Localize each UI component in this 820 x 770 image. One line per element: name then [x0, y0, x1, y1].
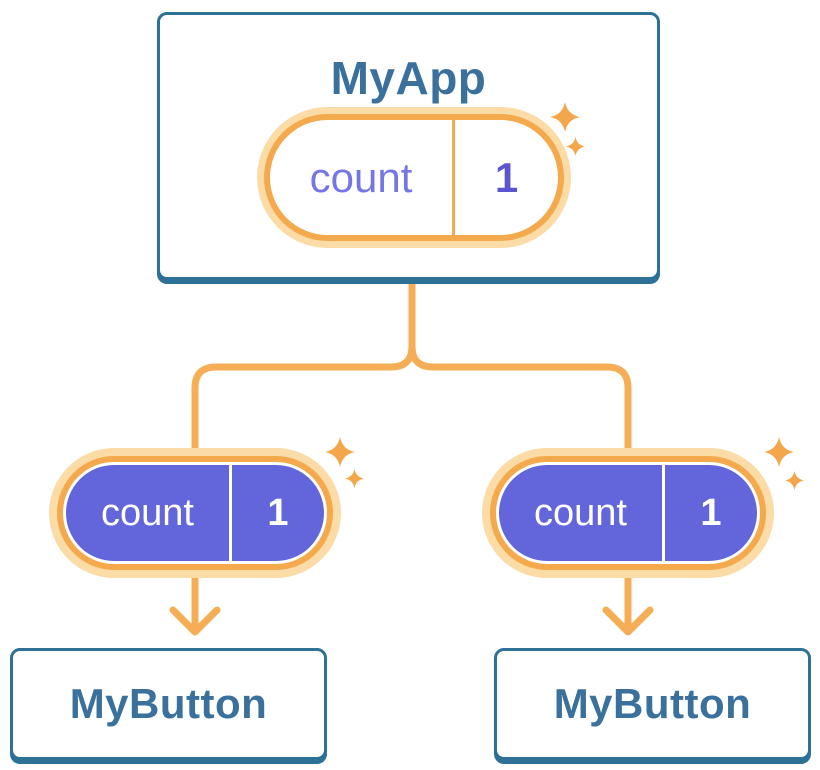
arrow-down-left-head	[169, 606, 221, 636]
state-pill: count 1	[270, 120, 558, 235]
sparkle-icon	[566, 137, 585, 156]
prop-pill-left: count 1	[63, 462, 327, 564]
sparkle-icon	[764, 437, 794, 467]
child-component-title: MyButton	[69, 680, 268, 727]
pill-divider	[229, 465, 232, 561]
arrow-down-right-head	[602, 606, 654, 636]
branch-line-right	[408, 342, 632, 474]
state-value: 1	[494, 153, 519, 201]
prop-name-label: count	[534, 491, 627, 534]
prop-value: 1	[267, 491, 289, 534]
state-name-label: count	[309, 153, 413, 201]
sparkle-icon	[345, 469, 364, 488]
child-component-card-right: MyButton	[494, 648, 811, 760]
child-component-card-left: MyButton	[10, 648, 327, 760]
child-component-title: MyButton	[553, 680, 752, 727]
sparkle-icon	[785, 471, 804, 490]
sparkle-icon	[550, 102, 580, 132]
branch-line-left	[191, 274, 416, 474]
prop-value: 1	[700, 491, 722, 534]
prop-pill-right: count 1	[496, 462, 760, 564]
sparkle-icon	[325, 437, 355, 467]
pill-divider	[662, 465, 665, 561]
root-component-title: MyApp	[330, 52, 487, 104]
prop-name-label: count	[101, 491, 194, 534]
pill-divider	[452, 120, 455, 235]
